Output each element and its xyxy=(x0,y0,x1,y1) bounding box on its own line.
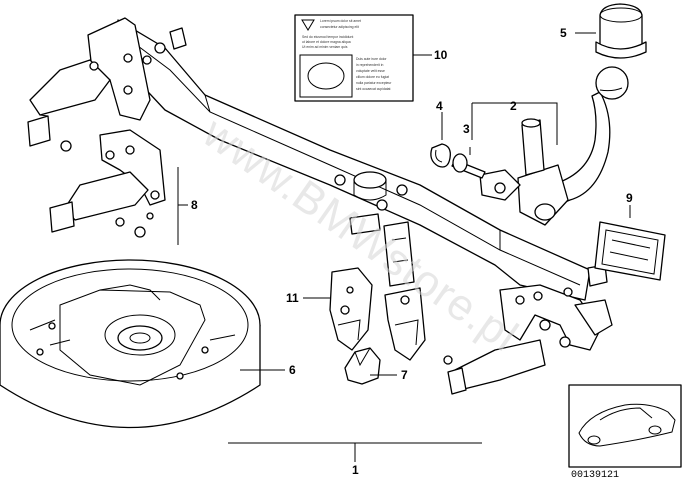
side-bracket-assembly xyxy=(49,129,166,238)
callout-7: 7 xyxy=(401,368,408,382)
svg-text:nulla pariatur excepteur: nulla pariatur excepteur xyxy=(356,81,392,85)
warning-label-plate: Lorem ipsum dolor sit amet consectetur a… xyxy=(294,14,414,102)
callout-numbers: 1 2 3 4 5 6 7 8 9 10 11 xyxy=(191,26,633,477)
callout-11: 11 xyxy=(286,291,299,305)
callout-3: 3 xyxy=(463,122,470,136)
ball-cover-cap xyxy=(595,3,647,59)
lock-screw xyxy=(451,153,486,179)
cable-clip xyxy=(344,347,381,385)
socket-bracket xyxy=(329,267,426,361)
towbar-crossbeam xyxy=(27,17,613,395)
callout-5: 5 xyxy=(560,26,567,40)
callout-6: 6 xyxy=(289,363,296,377)
svg-text:in reprehenderit in: in reprehenderit in xyxy=(356,63,383,67)
callout-9: 9 xyxy=(626,191,633,205)
socket-cover-plate xyxy=(594,221,666,281)
svg-text:Lorem ipsum dolor sit amet: Lorem ipsum dolor sit amet xyxy=(320,19,361,23)
callout-1: 1 xyxy=(352,463,359,477)
svg-text:Sed do eiusmod tempor incididu: Sed do eiusmod tempor incididunt xyxy=(302,35,353,39)
spare-wheel-housing xyxy=(0,259,261,429)
callout-8: 8 xyxy=(191,198,198,212)
svg-text:voluptate velit esse: voluptate velit esse xyxy=(356,69,385,73)
svg-text:consectetur adipiscing elit: consectetur adipiscing elit xyxy=(320,25,359,29)
detachable-ball-head xyxy=(479,66,629,226)
leader-lines xyxy=(177,32,631,462)
svg-text:ut labore et dolore magna aliq: ut labore et dolore magna aliqua xyxy=(302,40,351,44)
thumbnail-id: 00139121 xyxy=(571,470,619,481)
vehicle-thumbnail: 00139121 xyxy=(568,384,682,481)
callout-4: 4 xyxy=(436,99,443,113)
svg-text:sint occaecat cupidatat: sint occaecat cupidatat xyxy=(356,87,391,91)
svg-text:Duis aute irure dolor: Duis aute irure dolor xyxy=(356,57,387,61)
svg-text:cillum dolore eu fugiat: cillum dolore eu fugiat xyxy=(356,75,389,79)
callout-10: 10 xyxy=(434,48,448,62)
retaining-clip xyxy=(430,143,451,168)
callout-2: 2 xyxy=(510,99,517,113)
svg-text:Ut enim ad minim veniam quis: Ut enim ad minim veniam quis xyxy=(302,45,348,49)
